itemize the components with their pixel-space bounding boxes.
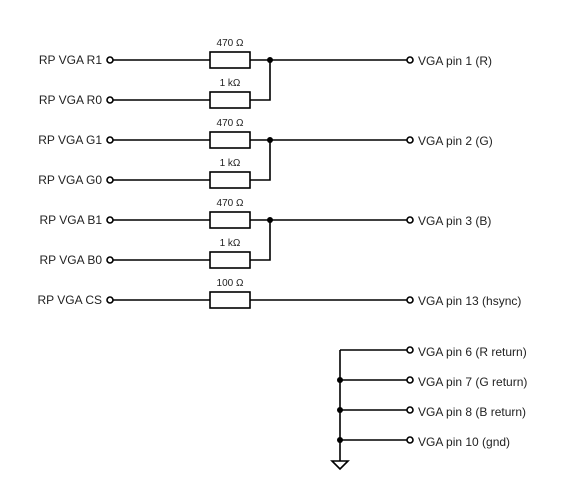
input-terminal-b0: [106, 256, 114, 264]
resistor-b1: [209, 211, 251, 229]
input-terminal-b1: [106, 216, 114, 224]
ground-label-pin8: VGA pin 8 (B return): [418, 405, 526, 419]
output-terminal-pin1: [406, 56, 414, 64]
resistor-value-b1: 470 Ω: [217, 198, 244, 209]
ground-label-pin7: VGA pin 7 (G return): [418, 375, 527, 389]
junction-dot: [337, 377, 343, 383]
resistor-g0: [209, 171, 251, 189]
ground-label-pin10: VGA pin 10 (gnd): [418, 435, 510, 449]
input-label-cs: RP VGA CS: [38, 293, 102, 307]
ground-terminal-pin7: [406, 376, 414, 384]
output-label-pin1: VGA pin 1 (R): [418, 54, 492, 68]
ground-label-pin6: VGA pin 6 (R return): [418, 345, 527, 359]
junction-dot: [337, 407, 343, 413]
input-label-g0: RP VGA G0: [38, 173, 102, 187]
resistor-value-g0: 1 kΩ: [220, 158, 241, 169]
blue-channel: RP VGA B1 470 Ω RP VGA B0 1 kΩ VGA pin 3…: [40, 198, 491, 269]
output-terminal-pin3: [406, 216, 414, 224]
junction-dot: [267, 57, 273, 63]
resistor-value-g1: 470 Ω: [217, 118, 244, 129]
junction-dot: [267, 217, 273, 223]
input-label-b0: RP VGA B0: [40, 253, 103, 267]
output-label-pin13: VGA pin 13 (hsync): [418, 294, 521, 308]
output-label-pin3: VGA pin 3 (B): [418, 214, 491, 228]
ground-terminal-pin8: [406, 406, 414, 414]
input-terminal-cs: [106, 296, 114, 304]
resistor-r1: [209, 51, 251, 69]
green-channel: RP VGA G1 470 Ω RP VGA G0 1 kΩ VGA pin 2…: [38, 118, 493, 189]
ground-terminal-pin10: [406, 436, 414, 444]
red-channel: RP VGA R1 470 Ω RP VGA R0 1 kΩ VGA pin 1…: [39, 38, 492, 109]
input-terminal-g1: [106, 136, 114, 144]
resistor-value-b0: 1 kΩ: [220, 238, 241, 249]
junction-dot: [337, 437, 343, 443]
input-terminal-r0: [106, 96, 114, 104]
resistor-value-r0: 1 kΩ: [220, 78, 241, 89]
ground-terminal-pin6: [406, 346, 414, 354]
resistor-value-r1: 470 Ω: [217, 38, 244, 49]
input-terminal-r1: [106, 56, 114, 64]
resistor-r0: [209, 91, 251, 109]
ground-bus: VGA pin 6 (R return) VGA pin 7 (G return…: [330, 345, 527, 471]
input-label-b1: RP VGA B1: [40, 213, 103, 227]
input-label-r0: RP VGA R0: [39, 93, 102, 107]
wire: [250, 140, 271, 181]
wire: [250, 60, 271, 101]
output-terminal-pin13: [406, 296, 414, 304]
resistor-b0: [209, 251, 251, 269]
sync-channel: RP VGA CS 100 Ω VGA pin 13 (hsync): [38, 278, 521, 309]
resistor-cs: [209, 291, 251, 309]
input-label-g1: RP VGA G1: [38, 133, 102, 147]
wire: [250, 220, 271, 261]
output-terminal-pin2: [406, 136, 414, 144]
output-label-pin2: VGA pin 2 (G): [418, 134, 493, 148]
input-label-r1: RP VGA R1: [39, 53, 102, 67]
ground-icon: [330, 460, 350, 471]
input-terminal-g0: [106, 176, 114, 184]
junction-dot: [267, 137, 273, 143]
resistor-g1: [209, 131, 251, 149]
resistor-value-cs: 100 Ω: [217, 278, 244, 289]
